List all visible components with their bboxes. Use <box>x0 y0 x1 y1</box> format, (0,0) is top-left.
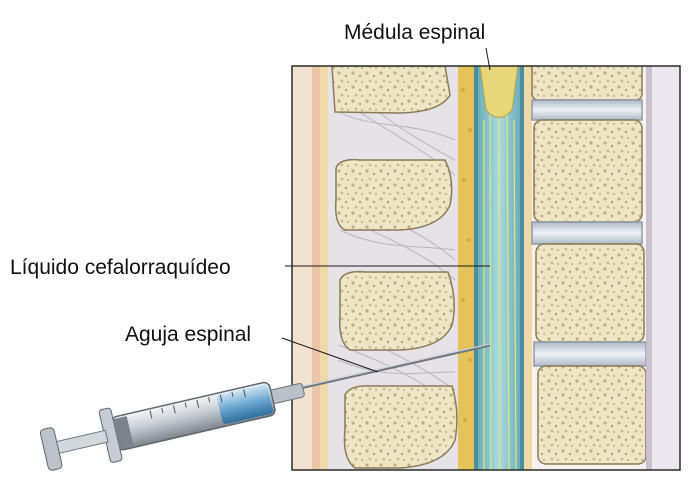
epidural-fat <box>458 66 476 470</box>
fascia-layer <box>320 66 328 470</box>
syringe-fluid <box>217 384 273 424</box>
nerve-roots <box>483 99 517 470</box>
label-csf: Líquido cefalorraquídeo <box>10 256 231 279</box>
epidural-texture <box>461 88 472 422</box>
spinal-cord <box>479 66 519 118</box>
intervertebral-disc <box>533 341 647 367</box>
intervertebral-disc <box>531 99 643 121</box>
spinous-processes <box>331 66 458 469</box>
vertebral-body <box>533 119 643 223</box>
fat-layer <box>312 66 322 470</box>
syringe-icon <box>39 343 491 471</box>
leader-lines <box>281 47 491 373</box>
needle <box>299 343 491 390</box>
vertebral-body <box>535 243 645 343</box>
panel-frame <box>291 65 681 471</box>
leader-needle <box>281 337 379 373</box>
posterior-longitudinal-ligament <box>524 66 532 470</box>
label-spinal-cord: Médula espinal <box>344 21 486 44</box>
label-spinal-needle: Aguja espinal <box>125 323 252 346</box>
intervertebral-disc <box>531 221 643 245</box>
spine-cross-section <box>292 66 680 470</box>
vertebral-body <box>531 66 643 101</box>
leader-spinal-cord <box>485 47 491 71</box>
vertebral-column <box>531 66 647 465</box>
vertebral-body <box>537 365 647 465</box>
skin-layer <box>292 66 314 470</box>
